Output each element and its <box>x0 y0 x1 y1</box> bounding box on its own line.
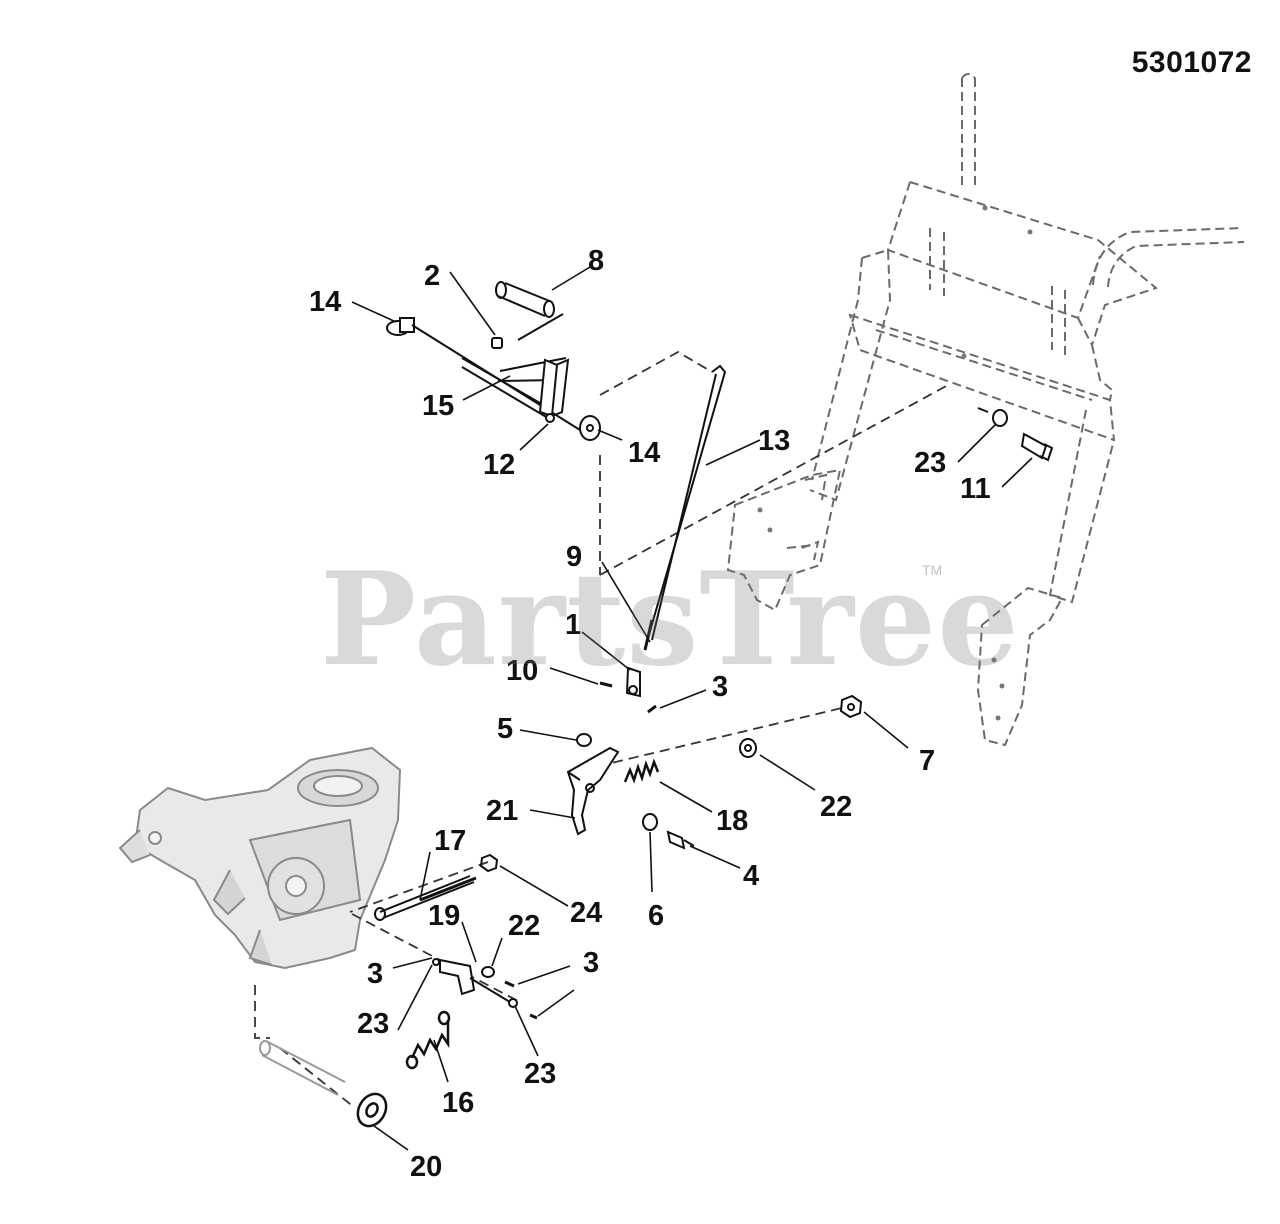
part-bushing-small <box>576 733 592 747</box>
callout-5: 5 <box>497 713 513 745</box>
callout-23-upper: 23 <box>914 447 946 479</box>
callout-10: 10 <box>506 655 538 687</box>
callout-22-mid: 22 <box>820 791 852 823</box>
parts <box>259 281 1054 1128</box>
part-control-rod <box>643 364 727 651</box>
part-nut-24 <box>479 853 499 873</box>
assembly-lines <box>254 350 949 1109</box>
callout-2: 2 <box>424 260 440 292</box>
part-nut <box>491 337 503 349</box>
callout-23-lower-left: 23 <box>357 1008 389 1040</box>
callout-13: 13 <box>758 425 790 457</box>
part-bushing <box>495 281 564 341</box>
callout-16: 16 <box>442 1087 474 1119</box>
callout-1: 1 <box>565 609 581 641</box>
callout-12: 12 <box>483 449 515 481</box>
callout-22-lower: 22 <box>508 910 540 942</box>
part-trunnion <box>625 666 641 698</box>
callout-14-lower: 14 <box>628 437 660 469</box>
callout-23-lower-right: 23 <box>524 1058 556 1090</box>
part-rod <box>374 875 477 921</box>
callout-14-upper: 14 <box>309 286 341 318</box>
part-bolt <box>666 830 695 850</box>
part-sleeve <box>259 1040 346 1096</box>
callout-19: 19 <box>428 900 460 932</box>
part-shaft <box>411 324 581 431</box>
callout-15: 15 <box>422 390 454 422</box>
callout-labels: 14 2 8 15 12 14 13 23 11 9 1 10 3 5 7 21… <box>309 245 991 1183</box>
part-bracket <box>439 958 511 1003</box>
part-lever-arm <box>566 746 620 836</box>
part-washer-mid <box>642 813 658 831</box>
part-nut-large <box>839 694 863 719</box>
part-washer-20 <box>356 1092 388 1128</box>
callout-6: 6 <box>648 900 664 932</box>
part-flange-upper <box>386 317 415 336</box>
leader-lines <box>351 266 1033 1151</box>
callout-20: 20 <box>410 1151 442 1183</box>
callout-3-lower-left: 3 <box>367 958 383 990</box>
part-washer-small <box>545 413 555 423</box>
callout-8: 8 <box>588 245 604 277</box>
watermark-trademark: TM <box>922 562 943 578</box>
callout-9: 9 <box>566 541 582 573</box>
callout-7: 7 <box>919 745 935 777</box>
callout-24: 24 <box>570 897 602 929</box>
diagram-code: 5301072 <box>1131 46 1252 79</box>
callout-3-lower-right: 3 <box>583 947 599 979</box>
callout-18: 18 <box>716 805 748 837</box>
part-spring-lower <box>405 1010 451 1070</box>
watermark: PartsTree <box>320 545 1020 695</box>
callout-11: 11 <box>960 473 991 505</box>
part-washer-23 <box>992 409 1008 427</box>
callout-17: 17 <box>434 825 466 857</box>
callout-21: 21 <box>486 795 518 827</box>
frame-holes <box>757 205 1033 721</box>
part-flange-lower <box>579 415 601 441</box>
callout-4: 4 <box>743 860 759 892</box>
callout-3-mid: 3 <box>712 671 728 703</box>
transmission <box>118 746 402 970</box>
handle-frame <box>726 73 1245 747</box>
part-spring <box>623 758 660 784</box>
part-bolt-11 <box>1020 432 1054 462</box>
part-washer-large <box>739 738 757 758</box>
